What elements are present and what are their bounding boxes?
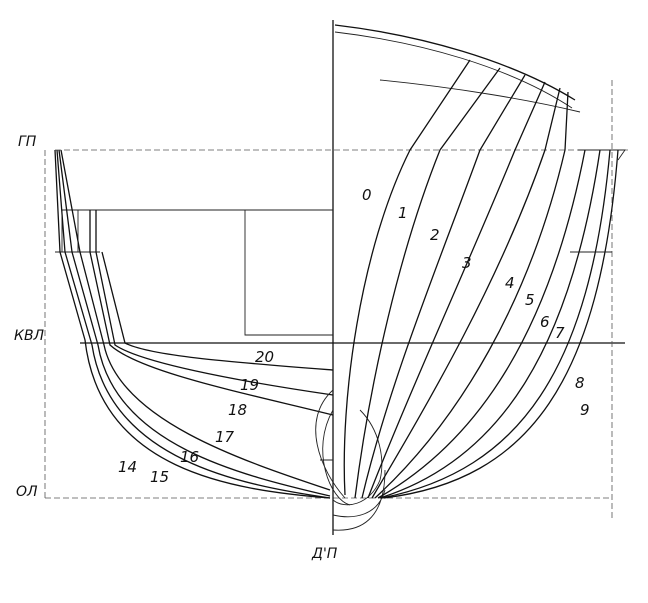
keel-curves bbox=[320, 409, 386, 531]
station-9: 9 bbox=[580, 401, 590, 419]
station-1: 1 bbox=[398, 204, 408, 222]
station-20: 20 bbox=[255, 348, 274, 366]
station-7: 7 bbox=[555, 324, 565, 342]
station-3: 3 bbox=[462, 254, 472, 272]
station-19: 19 bbox=[240, 376, 259, 394]
station-14: 14 bbox=[118, 458, 137, 476]
station-17: 17 bbox=[215, 428, 235, 446]
label-design-waterline: КВЛ bbox=[14, 328, 45, 344]
station-18: 18 bbox=[228, 401, 247, 419]
station-16: 16 bbox=[180, 448, 199, 466]
bow-stations bbox=[343, 59, 619, 499]
deck-side-line bbox=[379, 79, 581, 113]
sheer-line bbox=[334, 24, 576, 101]
station-0: 0 bbox=[362, 186, 372, 204]
sheer-line-2 bbox=[334, 31, 573, 109]
stern-deck-lines bbox=[55, 209, 333, 336]
bow-deck-edge bbox=[578, 149, 626, 161]
station-5: 5 bbox=[525, 291, 535, 309]
label-main-deck: ГП bbox=[18, 134, 37, 150]
station-2: 2 bbox=[430, 226, 440, 244]
label-centerline: Д'П bbox=[311, 546, 338, 562]
station-8: 8 bbox=[575, 374, 585, 392]
station-6: 6 bbox=[540, 313, 550, 331]
station-4: 4 bbox=[505, 274, 515, 292]
station-15: 15 bbox=[150, 468, 169, 486]
stern-stations bbox=[54, 149, 351, 506]
label-baseline: ОЛ bbox=[16, 484, 38, 500]
